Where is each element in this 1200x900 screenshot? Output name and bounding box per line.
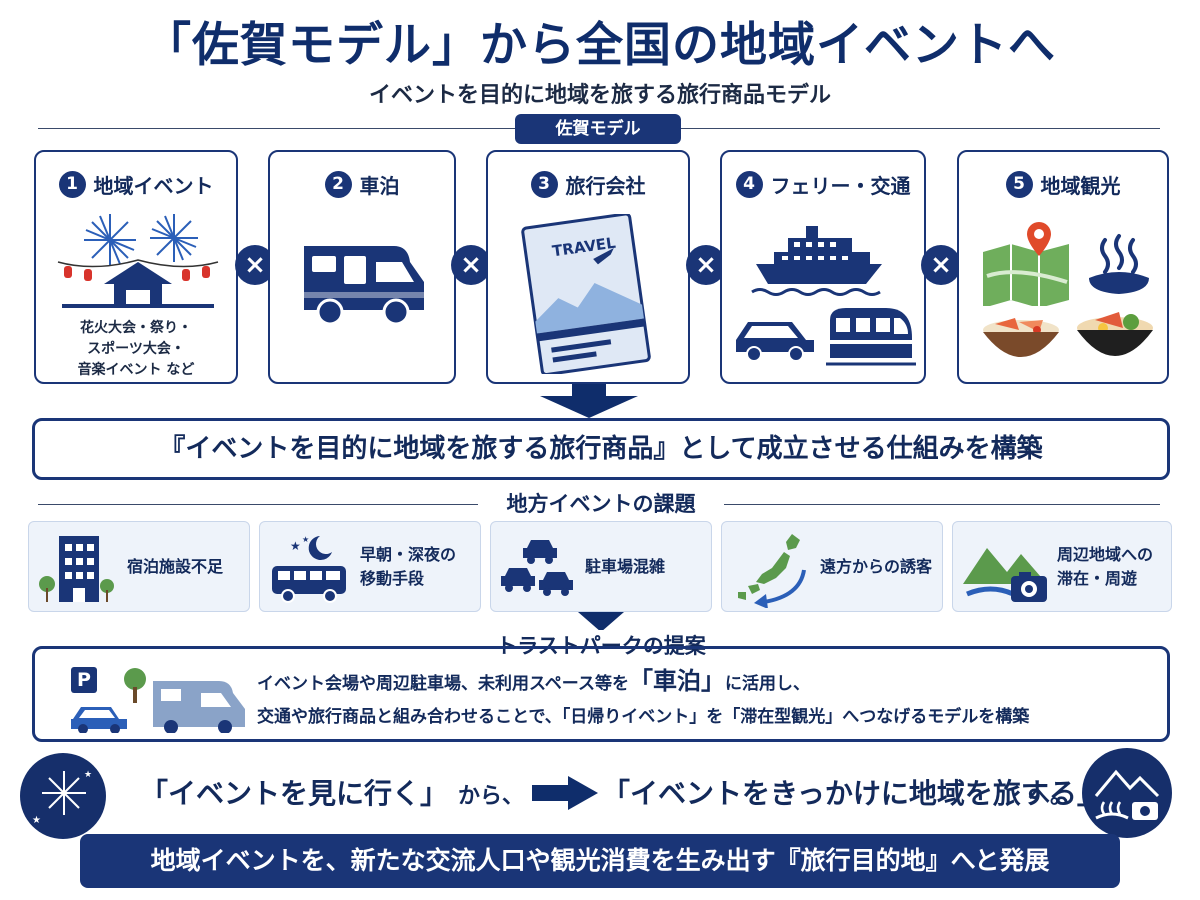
ferry-icon	[751, 226, 882, 296]
proposal-text: 交通や旅行商品と組み合わせることで、「日帰りイベント」を「滞在型観光」へつなげる…	[257, 707, 1030, 727]
bottom-banner: 地域イベントを、新たな交流人口や観光消費を生み出す『旅行目的地』へと発展	[80, 834, 1120, 888]
shift-from: 「イベントを見に行く」	[140, 777, 449, 810]
travel-brochure-icon	[521, 214, 651, 374]
shift-mid: から、	[458, 784, 525, 809]
proposal-highlight: 「車泊」	[628, 667, 725, 695]
card-number: 3	[530, 171, 558, 198]
svg-text:★: ★	[302, 535, 309, 544]
page-title: 「佐賀モデル」から全国の地域イベントへ	[144, 18, 1056, 73]
card-desc-line: スポーツ大会・	[87, 341, 185, 357]
card-local-tourism: 5 地域観光	[957, 150, 1169, 384]
svg-text:★: ★	[32, 815, 41, 826]
card-local-event: 1 地域イベント 花火大会・祭り・ スポーツ大会・ 音楽イベント など	[34, 150, 238, 384]
issue-text: 宿泊施設不足	[127, 557, 224, 576]
card-car-stay: 2 車泊	[268, 150, 456, 384]
card-number: 2	[324, 171, 352, 198]
local-dish-icon	[1077, 312, 1153, 356]
right-arrow-icon	[532, 776, 598, 810]
card-title: フェリー・交通	[770, 174, 911, 198]
car-icon	[736, 322, 814, 362]
issue-text: 駐車場混雑	[585, 557, 666, 576]
parking-camper-icon	[71, 668, 245, 733]
card-title: 旅行会社	[565, 174, 646, 198]
shift-end: へ。	[1028, 784, 1073, 809]
mountain-camera-icon	[963, 548, 1047, 602]
card-title: 車泊	[359, 174, 400, 198]
shift-to: 「イベントをきっかけに地域を旅する」	[602, 777, 1105, 810]
issue-text: 遠方からの誘客	[820, 557, 933, 576]
svg-text:★: ★	[290, 539, 301, 553]
down-arrow-icon	[540, 384, 638, 418]
issue-card-parking: 駐車場混雑	[490, 521, 712, 612]
card-desc-line: 音楽イベント など	[77, 362, 195, 378]
card-title: 地域イベント	[93, 174, 214, 198]
multiply-icon: ×	[451, 245, 491, 285]
issues-title: 地方イベントの課題	[478, 488, 724, 520]
map-pin-icon	[983, 222, 1069, 306]
card-title: 地域観光	[1040, 174, 1121, 198]
card-number: 5	[1005, 171, 1033, 198]
japan-map-icon	[738, 534, 806, 608]
building-icon	[39, 536, 114, 602]
issue-card-night-transport: ★ ★ 早朝・深夜の 移動手段	[259, 521, 481, 612]
card-desc-line: 花火大会・祭り・	[80, 320, 192, 336]
svg-text:★: ★	[84, 770, 92, 780]
camper-van-icon	[304, 246, 424, 326]
page-subtitle: イベントを目的に地域を旅する旅行商品モデル	[368, 83, 831, 108]
proposal-text: イベント会場や周辺駐車場、未利用スペース等を	[257, 674, 629, 694]
hot-spring-icon	[1089, 234, 1149, 294]
train-icon	[826, 308, 916, 366]
card-ferry-transport: 4 フェリー・交通	[720, 150, 926, 384]
fireworks-icon: ★ ★	[20, 753, 106, 839]
proposal-box: P イベント会場や周辺駐車場、未利用スペース等を「車泊」に活用し、 交通や旅行商…	[32, 646, 1170, 742]
multiply-icon: ×	[686, 245, 726, 285]
onsen-travel-icon	[1082, 748, 1172, 838]
issue-text-line: 周辺地域への	[1057, 545, 1154, 564]
down-arrow-icon	[578, 612, 624, 632]
multiply-icon: ×	[921, 245, 961, 285]
seafood-bowl-icon	[983, 318, 1059, 357]
card-number: 1	[58, 171, 86, 198]
issue-card-lodging: 宿泊施設不足	[28, 521, 250, 612]
night-bus-icon: ★ ★	[272, 535, 346, 603]
parking-icon: P	[71, 667, 97, 693]
issue-card-regional-stay: 周辺地域への 滞在・周遊	[952, 521, 1172, 612]
card-number: 4	[735, 171, 763, 198]
outcome-box: 『イベントを目的に地域を旅する旅行商品』として成立させる仕組みを構築	[32, 418, 1170, 480]
model-label: 佐賀モデル	[515, 114, 681, 144]
issue-text-line: 滞在・周遊	[1057, 569, 1138, 588]
fireworks-festival-icon	[57, 214, 219, 308]
proposal-text: に活用し、	[724, 674, 810, 694]
issue-text-line: 早朝・深夜の	[360, 545, 457, 564]
cars-congestion-icon	[501, 540, 573, 596]
issue-text-line: 移動手段	[360, 569, 425, 588]
issue-card-distant-visitors: 遠方からの誘客	[721, 521, 943, 612]
